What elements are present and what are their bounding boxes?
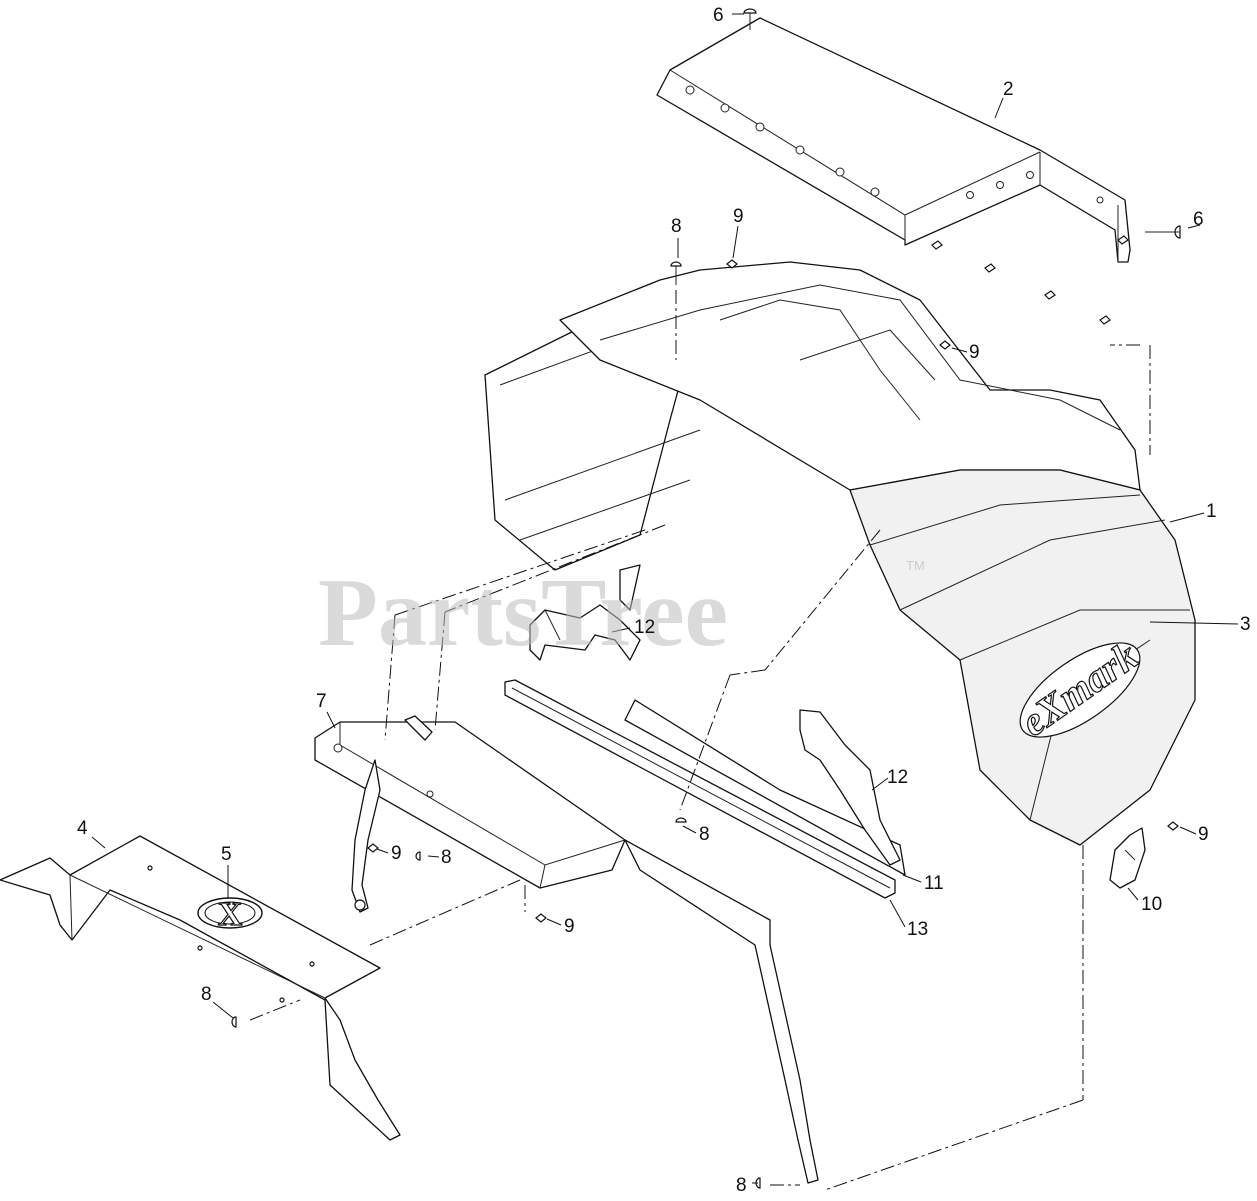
part-12-bracket-upper[interactable] <box>529 564 641 661</box>
callout-8-center: 8 <box>699 824 710 845</box>
assembly-lines <box>249 290 1151 1191</box>
part-13-rail[interactable] <box>504 679 896 899</box>
callout-12-lower: 12 <box>887 767 908 788</box>
callout-9-top: 9 <box>733 206 744 227</box>
fastener-8-top <box>670 261 682 267</box>
callout-2: 2 <box>1003 79 1014 100</box>
fastener-9-top <box>726 259 738 269</box>
callout-labels: 6 2 6 8 9 9 1 3 12 12 7 9 8 8 9 10 11 13… <box>77 5 1251 1196</box>
callout-4: 4 <box>77 818 88 839</box>
part-7-mount-bracket[interactable] <box>314 715 819 1184</box>
callout-9-mid-left: 9 <box>391 843 402 864</box>
callout-8-bottom: 8 <box>736 1175 747 1196</box>
callout-8-top: 8 <box>671 216 682 237</box>
fastener-9-right <box>1167 821 1179 831</box>
fastener-8-mid <box>415 851 421 861</box>
callout-5: 5 <box>221 844 232 865</box>
fastener-9-bracket <box>535 913 547 923</box>
watermark-trademark: TM <box>906 558 925 573</box>
fastener-8-center <box>675 817 687 823</box>
callout-9-right-top: 9 <box>969 342 980 363</box>
callout-9-right: 9 <box>1198 824 1209 845</box>
fastener-8-bottom <box>755 1177 761 1189</box>
emblem-glyph: X <box>218 896 243 933</box>
callout-9-bracket: 9 <box>564 916 575 937</box>
fastener-6-top <box>743 8 757 14</box>
callout-13: 13 <box>907 919 928 940</box>
callout-6-top: 6 <box>713 5 724 26</box>
part-12-bracket-lower[interactable] <box>799 709 901 866</box>
callout-1: 1 <box>1206 501 1217 522</box>
part-1-hood-body[interactable]: eXmark <box>484 261 1196 846</box>
callout-3: 3 <box>1240 614 1251 635</box>
fasteners <box>231 8 1181 1189</box>
watermark-text: PartsTree <box>318 559 728 667</box>
callout-7: 7 <box>316 691 327 712</box>
callout-8-lower-left: 8 <box>201 984 212 1005</box>
fastener-9-right-top <box>939 340 951 350</box>
part-5-emblem[interactable]: X <box>197 895 263 934</box>
callout-12-upper: 12 <box>634 617 655 638</box>
callout-8-mid: 8 <box>441 847 452 868</box>
part-11-strip[interactable] <box>624 699 906 876</box>
callout-10: 10 <box>1141 894 1162 915</box>
leader-lines <box>91 13 1239 1184</box>
fastener-8-lower-left <box>231 1016 237 1028</box>
callout-6-right: 6 <box>1193 209 1204 230</box>
part-4-mount-panel[interactable]: X <box>0 835 401 1141</box>
part-2-top-cover[interactable] <box>656 17 1131 325</box>
fastener-9-mid-left <box>367 843 379 853</box>
callout-11: 11 <box>924 873 944 894</box>
part-10-handle[interactable] <box>1109 827 1146 889</box>
